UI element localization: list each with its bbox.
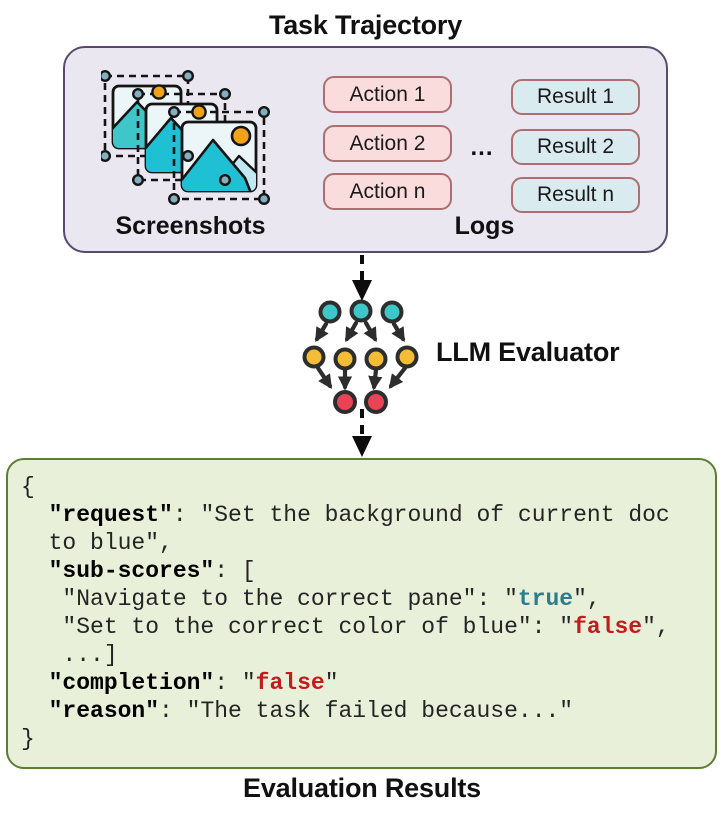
- logs-label: Logs: [454, 212, 515, 240]
- code-line: "completion": "false": [48, 670, 339, 696]
- evaluation-json-code: { "request": "Set the background of curr…: [21, 473, 709, 753]
- code-line: "sub-scores": [: [48, 558, 256, 584]
- code-line: {: [21, 474, 35, 500]
- code-line: ...]: [21, 642, 118, 668]
- result-button-2: Result 2: [511, 129, 640, 165]
- task-trajectory-box: Screenshots Action 1 Action 2 Action n .…: [63, 46, 668, 253]
- code-line: "Navigate to the correct pane": "true",: [21, 586, 601, 612]
- evaluation-results-label: Evaluation Results: [243, 773, 481, 803]
- action-button-1: Action 1: [323, 76, 452, 113]
- result-button-n: Result n: [511, 177, 640, 213]
- code-line: "request": "Set the background of curren…: [48, 502, 670, 528]
- code-line: }: [21, 726, 35, 752]
- screenshots-label: Screenshots: [115, 212, 266, 240]
- action-button-n: Action n: [323, 173, 452, 210]
- evaluation-results-box: { "request": "Set the background of curr…: [6, 458, 717, 769]
- result-button-1: Result 1: [511, 79, 640, 115]
- action-button-2: Action 2: [323, 125, 452, 162]
- code-line: to blue",: [21, 530, 173, 556]
- ellipsis-text: ...: [470, 134, 494, 161]
- code-line: "reason": "The task failed because...": [48, 698, 574, 724]
- screenshots-icon: [101, 69, 270, 205]
- neural-network-icon: [302, 299, 419, 414]
- dashed-down-arrow-icon: [352, 255, 372, 301]
- dashed-down-arrow-icon: [352, 409, 372, 457]
- task-trajectory-title: Task Trajectory: [268, 10, 463, 40]
- llm-evaluator-label: LLM Evaluator: [436, 337, 620, 367]
- code-line: "Set to the correct color of blue": "fal…: [21, 614, 670, 640]
